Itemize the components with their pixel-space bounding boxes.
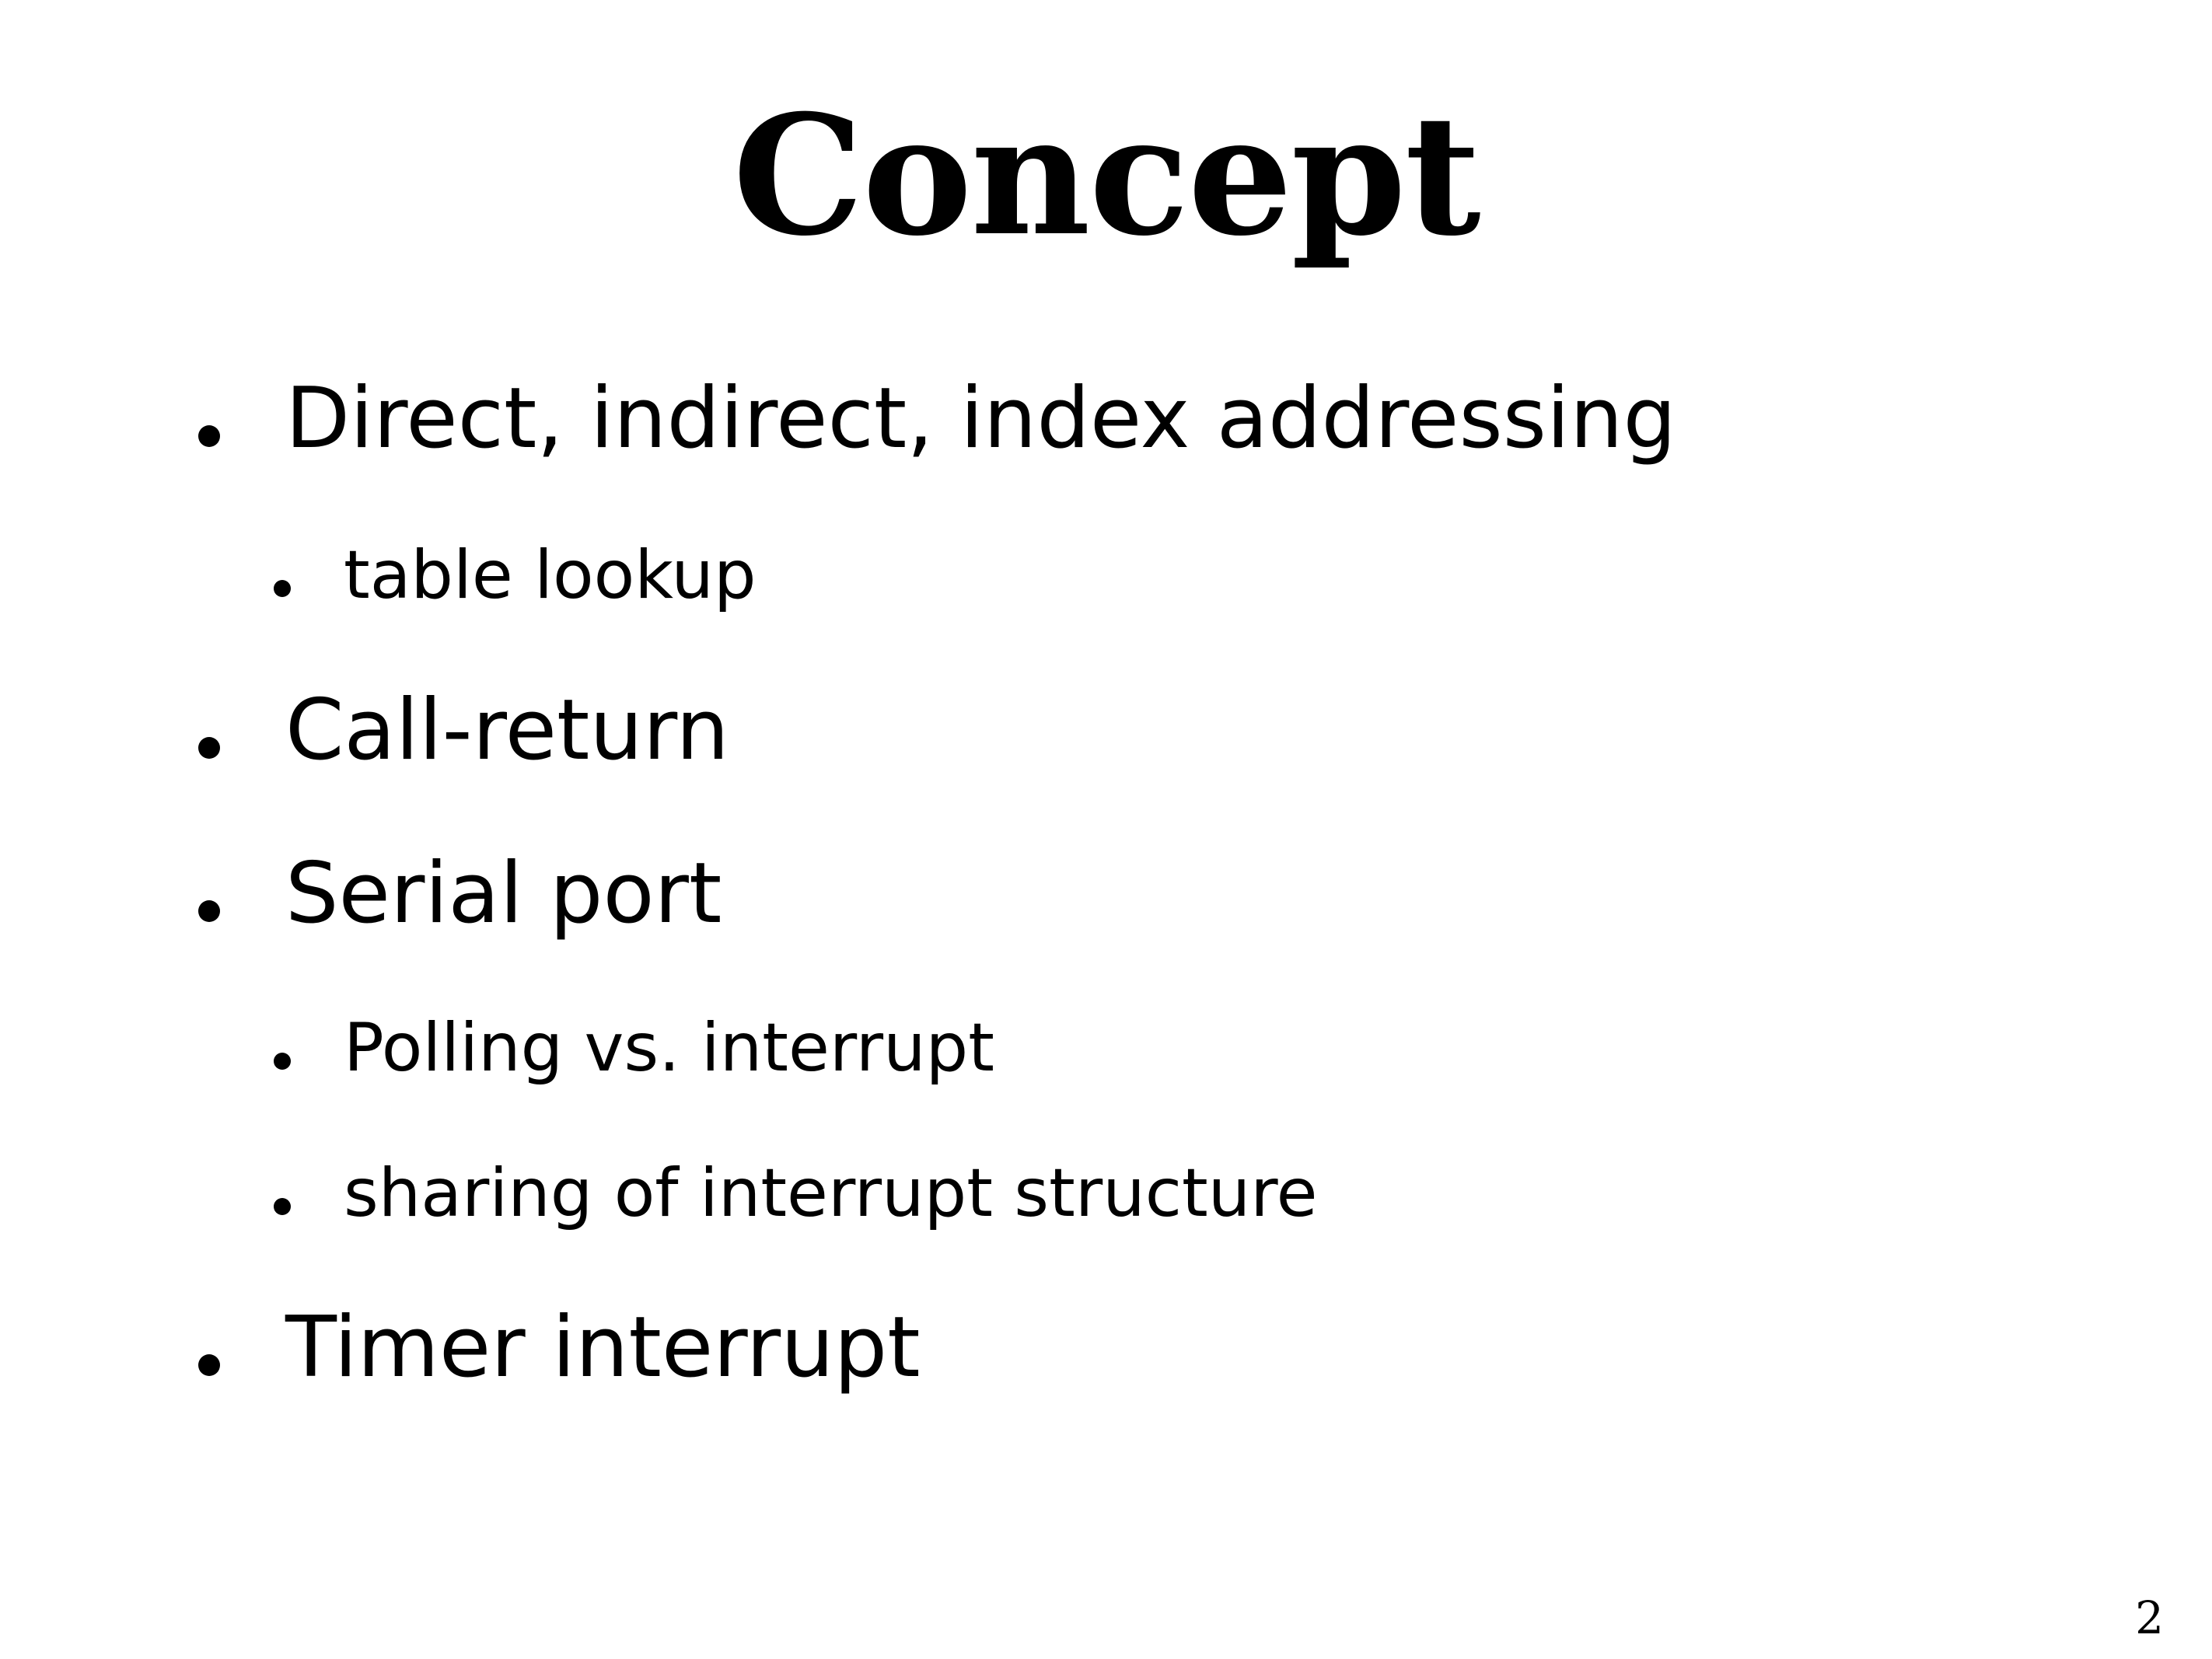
sub-bullet-text: table lookup [344, 536, 757, 614]
bullet-item-1: Direct, indirect, index addressing [198, 377, 1676, 461]
sub-bullet-dot-icon [274, 1053, 291, 1070]
bullet-text: Serial port [285, 845, 722, 942]
bullet-text: Timer interrupt [285, 1299, 921, 1396]
sub-bullet-item-1: table lookup [274, 542, 757, 609]
bullet-dot-icon [198, 737, 220, 759]
bullet-dot-icon [198, 425, 220, 447]
sub-bullet-text: Polling vs. interrupt [344, 1009, 994, 1087]
bullet-item-4: Timer interrupt [198, 1306, 921, 1390]
sub-bullet-dot-icon [274, 580, 291, 597]
bullet-text: Direct, indirect, index addressing [285, 370, 1677, 467]
bullet-item-2: Call-return [198, 689, 729, 773]
slide-title: Concept [732, 79, 1480, 272]
page-number: 2 [2135, 1591, 2164, 1644]
bullet-dot-icon [198, 1354, 220, 1376]
bullet-dot-icon [198, 900, 220, 922]
sub-bullet-item-2: Polling vs. interrupt [274, 1015, 994, 1081]
sub-bullet-dot-icon [274, 1198, 291, 1215]
bullet-item-3: Serial port [198, 852, 722, 936]
bullet-text: Call-return [285, 682, 729, 779]
sub-bullet-text: sharing of interrupt structure [344, 1154, 1318, 1232]
sub-bullet-item-3: sharing of interrupt structure [274, 1160, 1318, 1227]
